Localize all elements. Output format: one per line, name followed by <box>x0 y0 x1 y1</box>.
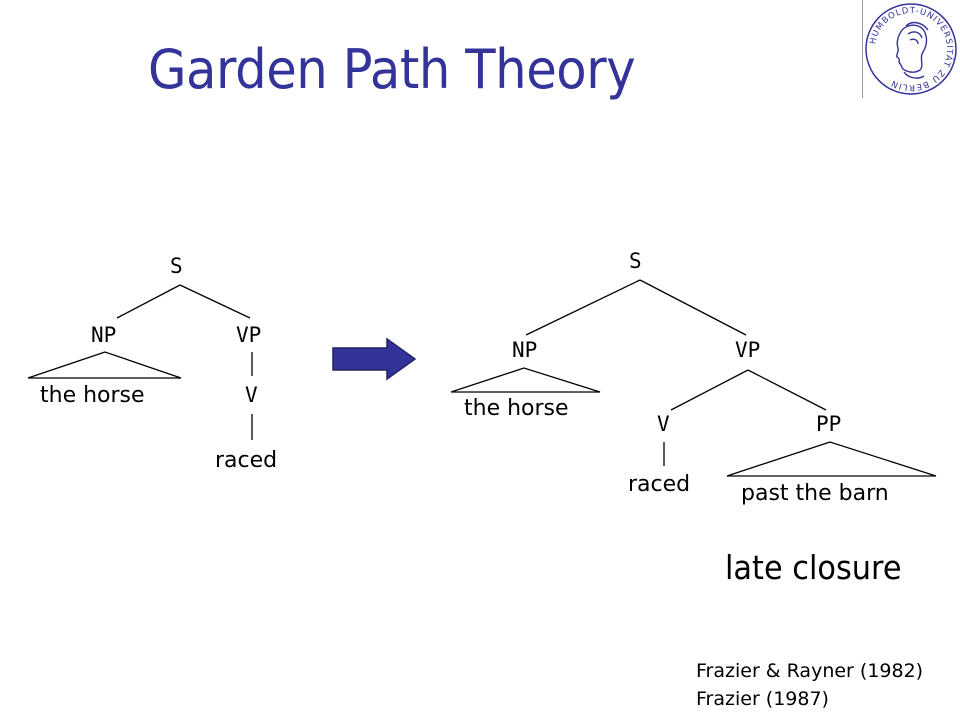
left-parse-tree: S NP VP the horse V raced <box>27 254 277 473</box>
reference-item: Frazier & Rayner (1982) <box>696 660 924 682</box>
slide-title: Garden Path Theory <box>148 38 636 101</box>
logo-divider <box>862 0 863 98</box>
right-pp-triangle <box>726 441 937 477</box>
right-np-leaf: the horse <box>464 396 569 421</box>
left-s-np-branch <box>116 284 181 319</box>
transition-arrow-icon <box>332 337 417 381</box>
right-pp-node: PP <box>816 412 841 436</box>
reference-item: Frazier (1987) <box>696 688 829 710</box>
left-s-vp-branch <box>179 284 251 319</box>
right-v-node: V <box>657 412 670 436</box>
right-s-node: S <box>629 249 642 273</box>
right-vp-pp-branch <box>747 369 827 411</box>
right-np-node: NP <box>512 338 537 362</box>
references: Frazier & Rayner (1982) Frazier (1987) <box>696 657 923 713</box>
right-s-vp-branch <box>639 279 747 336</box>
left-np-triangle <box>27 351 182 379</box>
left-s-node: S <box>170 254 183 278</box>
right-vp-v-branch <box>670 369 749 411</box>
left-v-leaf: raced <box>215 448 277 473</box>
left-vp-node: VP <box>236 323 261 347</box>
left-np-node: NP <box>91 323 116 347</box>
right-v-leaf: raced <box>628 472 690 497</box>
right-s-np-branch <box>525 279 641 336</box>
right-vp-node: VP <box>735 338 760 362</box>
portrait-icon <box>896 21 929 79</box>
right-np-triangle <box>450 367 601 393</box>
university-seal-logo: HUMBOLDT-UNIVERSITÄT ZU BERLIN <box>865 3 957 95</box>
right-pp-leaf: past the barn <box>741 481 889 506</box>
late-closure-caption: late closure <box>725 548 902 587</box>
left-np-leaf: the horse <box>40 383 145 408</box>
right-parse-tree: S NP VP the horse V PP raced past the ba… <box>450 249 937 506</box>
left-v-node: V <box>245 383 258 407</box>
